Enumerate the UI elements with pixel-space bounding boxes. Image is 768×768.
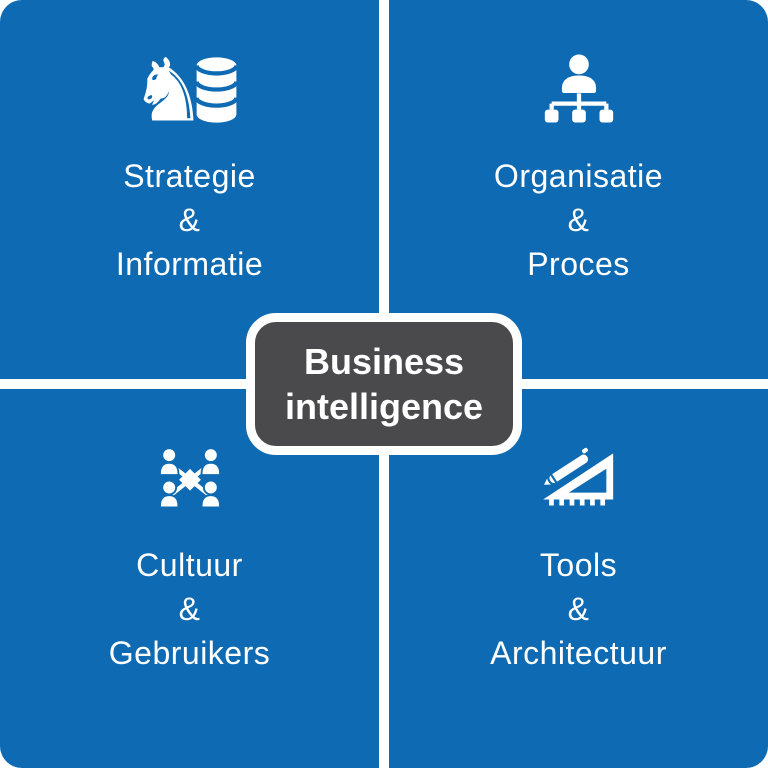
quadrant-label-line2: Proces	[527, 246, 630, 282]
quadrant-label-line1: Organisatie	[493, 158, 664, 194]
quadrant-label-line1: Strategie	[123, 158, 256, 194]
pen-and-set-square-icon	[538, 443, 620, 515]
users-network-icon	[153, 443, 227, 515]
chess-knight-and-database-icon: ♞	[129, 39, 243, 141]
svg-text:♞: ♞	[129, 39, 207, 141]
quadrant-organisatie-proces: Organisatie & Proces	[389, 0, 768, 379]
org-hierarchy-icon	[538, 54, 620, 126]
quadrant-label-line1: Cultuur	[136, 547, 243, 583]
quadrant-strategie-informatie: ♞ Strategie & Informatie	[0, 0, 379, 379]
center-box-line2: intelligence	[284, 386, 484, 427]
quadrant-label-line2: Architectuur	[490, 635, 667, 671]
quadrant-label-line2: Gebruikers	[108, 635, 271, 671]
quadrant-label-amp: &	[178, 591, 201, 627]
quadrant-label-line1: Tools	[539, 547, 618, 583]
quadrant-label-amp: &	[567, 202, 590, 238]
quadrant-label: Organisatie & Proces	[494, 154, 663, 286]
quadrant-label: Cultuur & Gebruikers	[109, 543, 271, 675]
quadrant-label: Tools & Architectuur	[490, 543, 667, 675]
center-box-line1: Business	[303, 341, 465, 382]
quadrant-label-amp: &	[567, 591, 590, 627]
quadrant-label-line2: Informatie	[115, 246, 264, 282]
quadrant-label-amp: &	[178, 202, 201, 238]
business-intelligence-box: Business intelligence	[246, 313, 522, 455]
quadrant-label: Strategie & Informatie	[116, 154, 263, 286]
